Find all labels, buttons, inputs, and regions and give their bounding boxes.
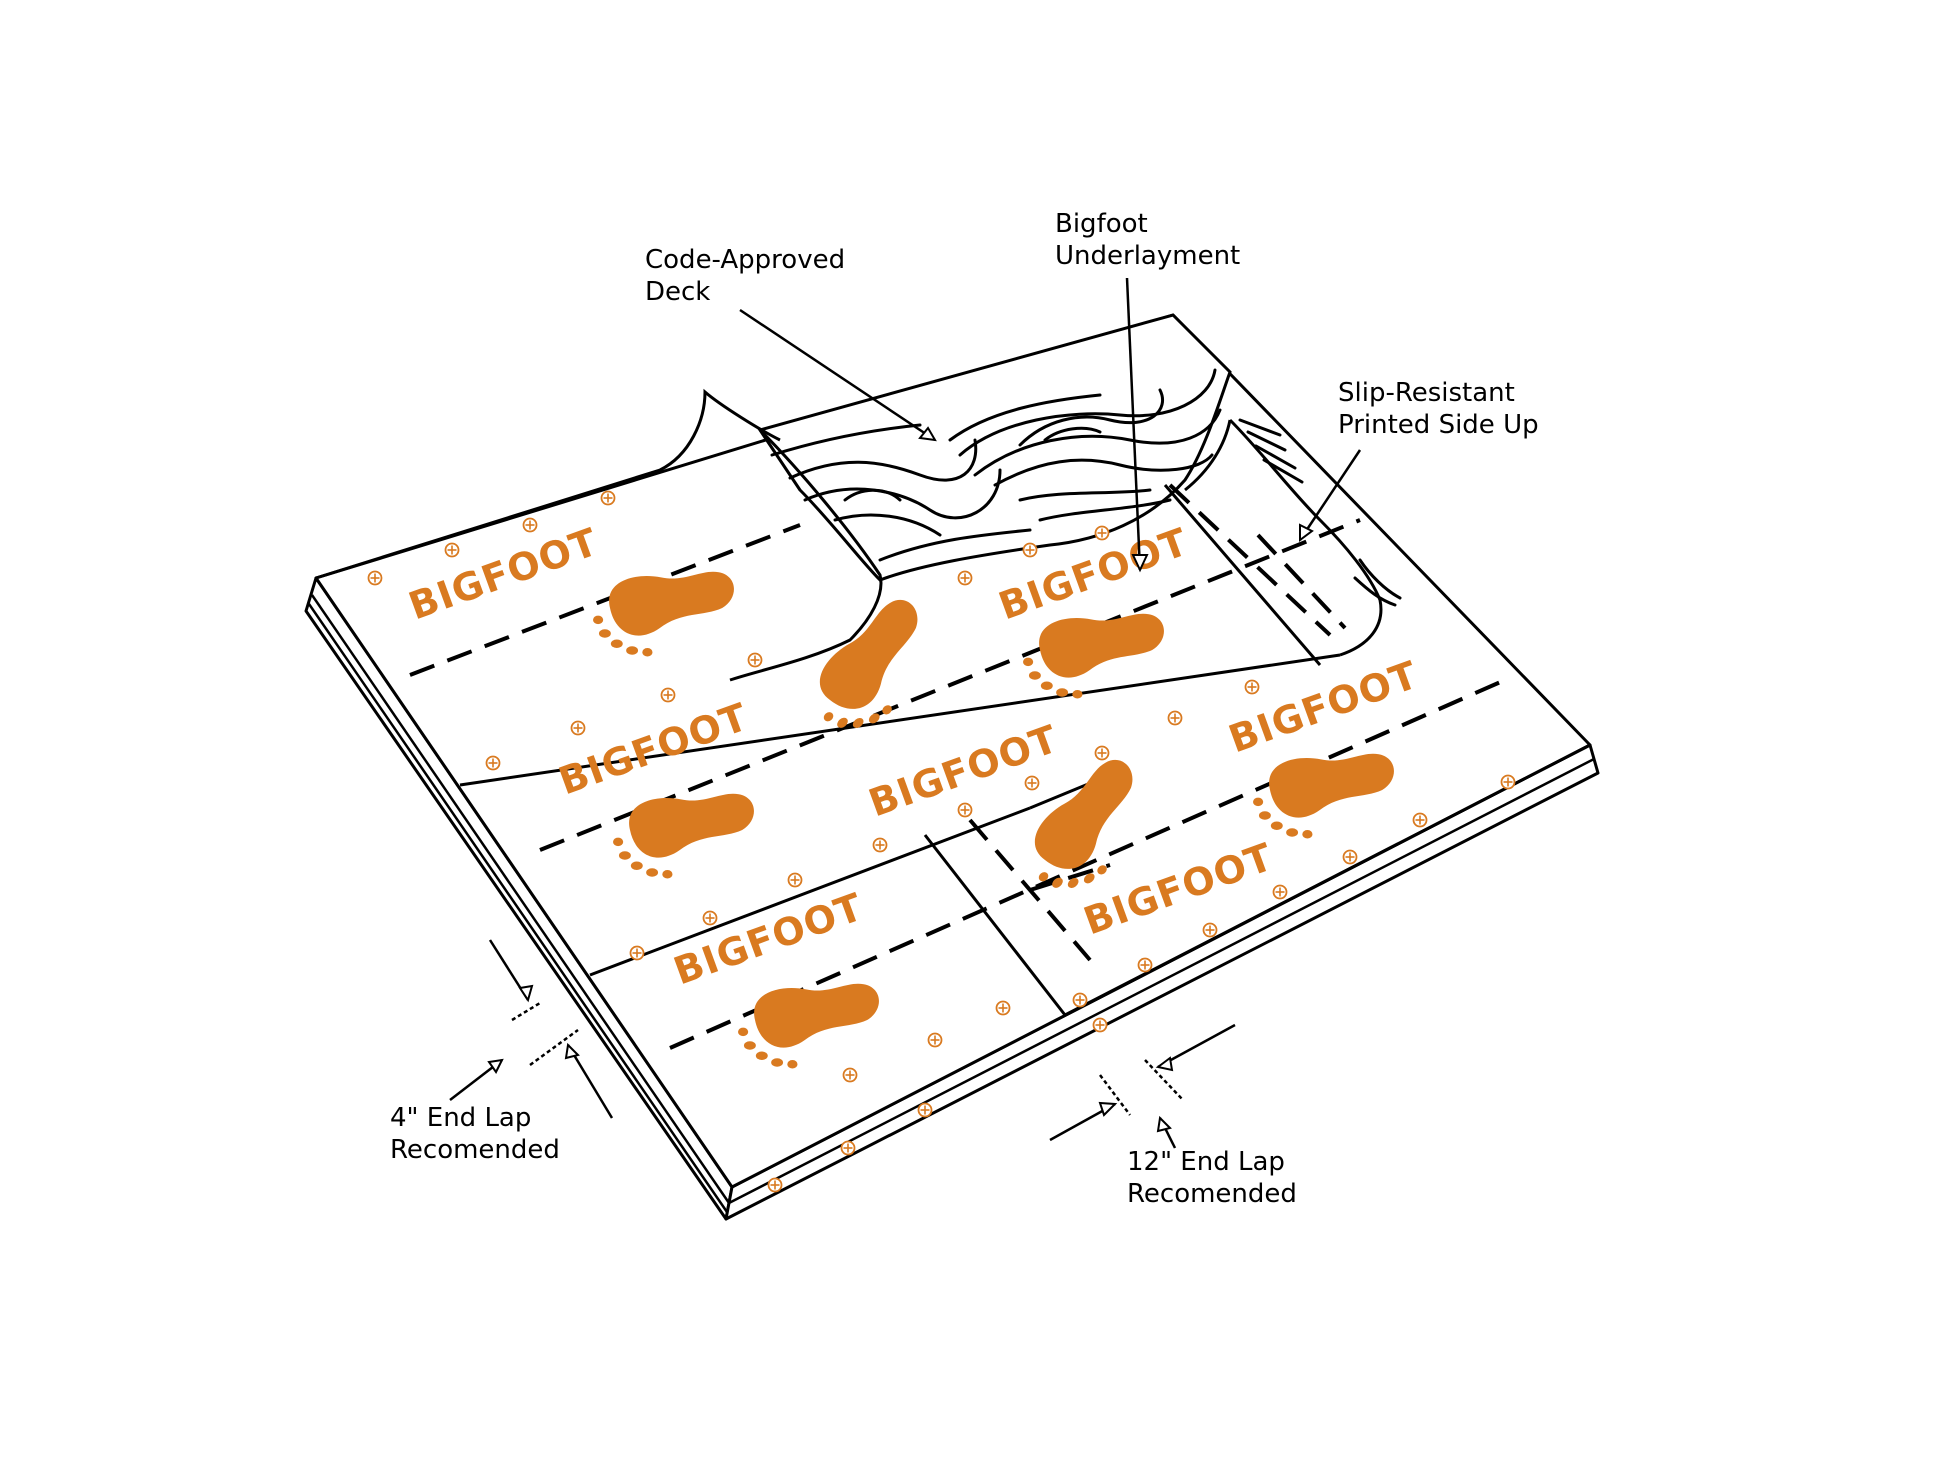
underlayment-sheets [315,388,1591,1017]
fastener-icon [1342,849,1358,865]
fastener-icon [917,1102,933,1118]
fastener-icon [767,1177,783,1193]
arrow-icon [1125,277,1142,571]
fastener-icon [444,542,460,558]
fastener-icon [485,755,501,771]
fastener-icon [872,837,888,853]
end-lap-12-label-line-1: 12" End Lap [1127,1147,1285,1177]
fastener-icon [1094,525,1110,541]
arrow-icon [566,1044,614,1119]
fastener-icon [842,1067,858,1083]
fastener-icon [1072,992,1088,1008]
fastener-icon [660,687,676,703]
fastener-icon [1272,884,1288,900]
fastener-icon [957,802,973,818]
fastener-icon [927,1032,943,1048]
fastener-icon [1202,922,1218,938]
deck-label-line-2: Deck [645,277,710,307]
fastener-icon [747,652,763,668]
callout-labels: Code-Approved Deck Bigfoot Underlayment … [390,209,1539,1209]
fastener-icon [570,720,586,736]
underlayment-label-line-2: Underlayment [1055,241,1240,271]
fastener-icon [1244,679,1260,695]
arrow-icon [739,308,936,442]
arrow-icon [1298,449,1362,541]
slip-label-line-1: Slip-Resistant [1338,378,1515,408]
fastener-icon [995,1000,1011,1016]
fastener-icon [957,570,973,586]
fastener-icon [702,910,718,926]
fastener-icon [1167,710,1183,726]
lap-guide-lines [409,483,1506,1050]
end-lap-12-label-line-2: Recomended [1127,1179,1297,1209]
fastener-icon [1092,1017,1108,1033]
slip-label-line-2: Printed Side Up [1338,410,1539,440]
fastener-icon [787,872,803,888]
fastener-icon [1022,542,1038,558]
fastener-icon [367,570,383,586]
end-lap-4-label-line-2: Recomended [390,1135,560,1165]
fastener-icon [522,517,538,533]
fastener-icon [600,490,616,506]
end-lap-4-label-line-1: 4" End Lap [390,1103,531,1133]
deck-label-line-1: Code-Approved [645,245,845,275]
underlayment-label-line-1: Bigfoot [1055,209,1148,239]
fastener-icon [840,1140,856,1156]
callout-arrows [449,277,1362,1149]
fastener-icon [1412,812,1428,828]
wood-grain-deck [757,313,1402,607]
fastener-icon [1500,774,1516,790]
deck-edge-lines [307,594,1595,1213]
fastener-icon [1137,957,1153,973]
fastener-icon [629,945,645,961]
fastener-icon [1094,745,1110,761]
fastener-icon [1024,775,1040,791]
